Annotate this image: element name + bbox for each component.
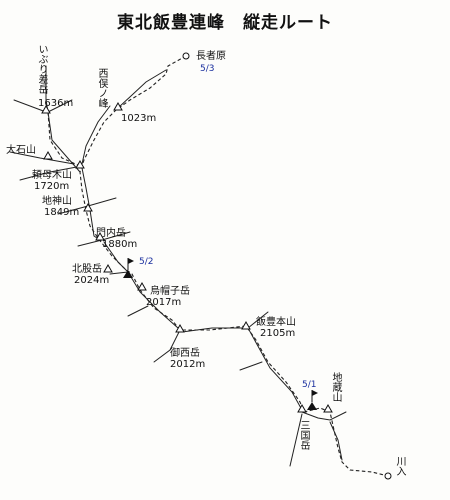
peak-label-jizo: 地蔵山 xyxy=(330,372,341,402)
peak-triangle xyxy=(137,281,147,291)
endpoint-kawairi-marker xyxy=(384,472,392,480)
ridgeline xyxy=(247,327,303,411)
ridgeline xyxy=(47,99,73,113)
endpoint-label-kawairi: 川入 xyxy=(394,456,405,476)
camp-icon xyxy=(307,390,318,410)
peak-triangle xyxy=(175,323,185,333)
peak-markers xyxy=(41,101,333,413)
peak-label-eboshi-fujimi: 頼母木山 xyxy=(32,170,72,181)
peak-elev-onishi: 2012m xyxy=(170,359,206,370)
ridgeline xyxy=(153,329,181,363)
peak-label-eboshi: 烏帽子岳 xyxy=(150,286,190,297)
peak-elev-ibuki: 1636m xyxy=(38,98,74,109)
peak-label-kitamata: 北股岳 xyxy=(72,264,102,275)
ridgeline xyxy=(329,421,343,461)
ridgeline xyxy=(239,361,263,371)
ridgelines xyxy=(9,65,347,467)
date-label-chojahara: 5/3 xyxy=(200,64,215,74)
map-title: 東北飯豊連峰 縦走ルート xyxy=(117,13,333,33)
peak-label-mikuni: 三国岳 xyxy=(298,420,309,450)
peak-elev-chijin: 1849m xyxy=(44,207,80,218)
peak-triangle xyxy=(41,104,51,114)
peak-triangle xyxy=(43,150,53,160)
peak-elev-eboshi-fujimi: 1720m xyxy=(34,181,70,192)
ridgeline xyxy=(127,305,149,317)
ridgeline xyxy=(81,167,91,211)
peak-elev-eboshi: 2017m xyxy=(146,297,182,308)
ridgeline xyxy=(9,151,75,165)
ridgeline xyxy=(109,271,179,329)
peak-label-iide: 飯豊本山 xyxy=(256,317,296,328)
route-line xyxy=(47,111,81,167)
ridgeline xyxy=(45,65,81,173)
endpoint-chojahara-marker xyxy=(182,52,190,60)
peak-label-ibuki: いぶり差岳 xyxy=(36,44,47,94)
peak-elev-monnai: 1880m xyxy=(102,239,138,250)
ridgeline xyxy=(117,69,167,109)
ridgeline xyxy=(19,165,83,181)
peak-label-chijin: 地神山 xyxy=(42,196,72,207)
route xyxy=(47,55,389,477)
peak-label-nishimata: 西俣ノ峰 xyxy=(96,68,107,108)
ridgeline xyxy=(289,413,303,467)
peak-triangle xyxy=(103,263,113,273)
peak-elev-iide: 2105m xyxy=(260,328,296,339)
peak-triangle xyxy=(83,202,93,212)
camp-icon xyxy=(123,258,134,278)
peak-triangle xyxy=(95,231,105,241)
peak-label-oishi: 大石山 xyxy=(6,145,36,156)
peak-triangle xyxy=(297,403,307,413)
ridgeline xyxy=(301,411,347,421)
peak-triangle xyxy=(323,403,333,413)
peak-elev-kitamata: 2024m xyxy=(74,275,110,286)
ridgeline xyxy=(247,311,269,329)
peak-elev-nishimata: 1023m xyxy=(121,113,157,124)
route-line xyxy=(79,55,389,477)
ridgeline xyxy=(81,105,111,165)
peak-label-monnai: 門内岳 xyxy=(96,228,126,239)
peak-triangle xyxy=(241,320,251,330)
camp-date-label: 5/2 xyxy=(139,257,154,267)
ridgeline xyxy=(181,327,247,333)
peak-triangle xyxy=(75,159,85,169)
peak-triangle xyxy=(113,101,123,111)
camp-date-label: 5/1 xyxy=(302,380,317,390)
peak-label-onishi: 御西岳 xyxy=(170,348,200,359)
endpoint-label-chojahara: 長者原 xyxy=(196,51,226,62)
ridgeline xyxy=(13,99,47,113)
